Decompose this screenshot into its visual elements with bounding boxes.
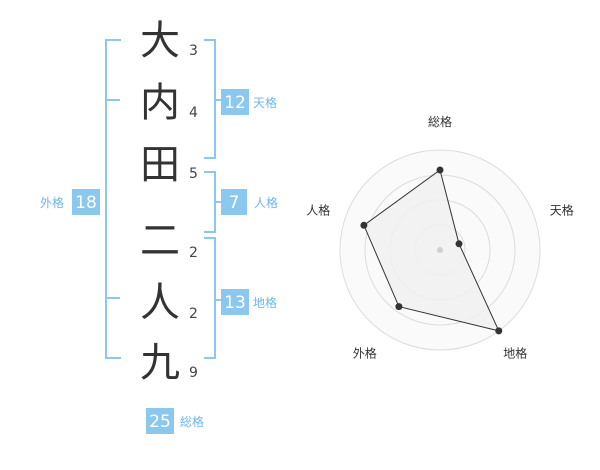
- chikaku-value: 13: [224, 293, 246, 313]
- radar-axis-label-3: 地格: [503, 346, 527, 361]
- tenkaku-bracket: [204, 39, 221, 159]
- name-char-2: 内: [140, 80, 180, 126]
- radar-center-point: [437, 247, 443, 253]
- soukaku-badge: 25 総格: [146, 408, 204, 434]
- name-char-6: 九: [140, 340, 180, 386]
- radar-point-4: [395, 303, 403, 311]
- radar-axis-label-4: 外格: [353, 346, 377, 361]
- stroke-count-1: 3: [189, 43, 198, 59]
- stroke-count-2: 4: [189, 105, 198, 121]
- radar-axis-label-5: 人格: [306, 202, 330, 217]
- brackets: [105, 39, 221, 359]
- radar-point-2: [455, 240, 463, 248]
- name-characters: 大 内 田 二 人 九: [140, 18, 180, 386]
- radar-axis-label-2: 天格: [550, 202, 574, 217]
- radar-series-polygon: [363, 169, 500, 332]
- jinkaku-label: 人格: [254, 195, 278, 210]
- jinkaku-value: 7: [229, 193, 240, 213]
- name-char-3: 田: [140, 142, 180, 188]
- soukaku-value: 25: [149, 412, 171, 432]
- name-char-1: 大: [140, 18, 180, 64]
- radar-point-1: [436, 166, 444, 174]
- name-char-5: 人: [140, 280, 180, 326]
- stroke-count-6: 9: [189, 365, 198, 381]
- gaikaku-value: 18: [75, 193, 97, 213]
- tenkaku-box: [221, 89, 249, 115]
- stroke-count-5: 2: [189, 306, 198, 322]
- jinkaku-badge: 7 人格: [221, 189, 278, 215]
- name-char-4: 二: [140, 218, 180, 264]
- stroke-counts: 3 4 5 2 2 9: [189, 43, 198, 381]
- gaikaku-bracket: [105, 39, 121, 359]
- tenkaku-label: 天格: [253, 95, 277, 110]
- radar-axis-label-1: 総格: [428, 114, 452, 129]
- tenkaku-value: 12: [224, 93, 246, 113]
- stroke-count-4: 2: [189, 245, 198, 261]
- gaikaku-badge: 外格 18: [40, 189, 100, 215]
- chikaku-box: [221, 289, 249, 315]
- soukaku-label: 総格: [180, 414, 204, 429]
- gaikaku-label: 外格: [40, 195, 64, 210]
- tenkaku-badge: 12 天格: [221, 89, 277, 115]
- radar-point-5: [360, 221, 368, 229]
- gaikaku-box: [72, 189, 100, 215]
- chikaku-badge: 13 地格: [221, 289, 277, 315]
- chikaku-label: 地格: [253, 295, 277, 310]
- jinkaku-bracket: [204, 171, 221, 233]
- soukaku-box: [146, 408, 174, 434]
- chikaku-bracket: [204, 237, 221, 359]
- radar-point-3: [495, 327, 503, 335]
- jinkaku-box: [221, 189, 247, 215]
- stroke-count-3: 5: [189, 166, 198, 182]
